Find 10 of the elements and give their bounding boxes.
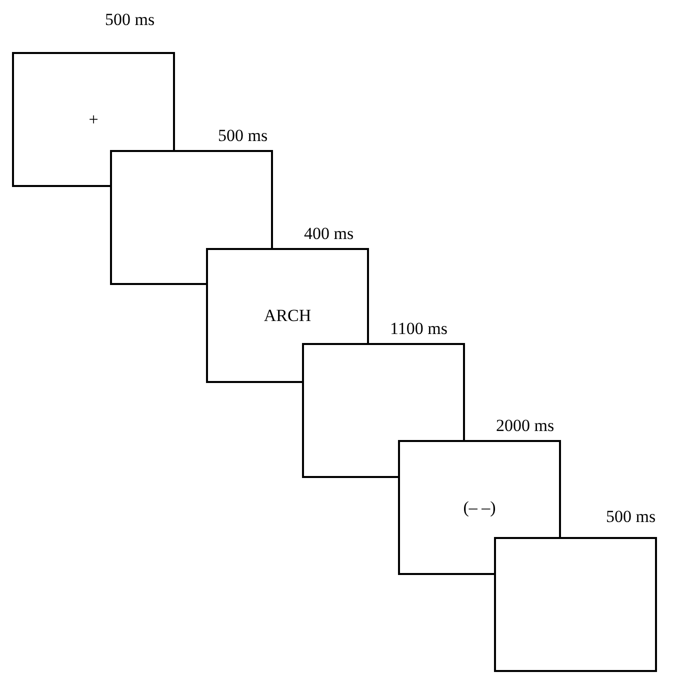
duration-label: 500 ms xyxy=(218,126,268,146)
screen-content: + xyxy=(88,110,98,130)
duration-label: 500 ms xyxy=(606,507,656,527)
stimulus-screen xyxy=(494,537,657,672)
duration-label: 1100 ms xyxy=(390,319,448,339)
duration-label: 2000 ms xyxy=(496,416,554,436)
screen-content: (– –) xyxy=(463,498,496,518)
duration-label: 500 ms xyxy=(105,10,155,30)
duration-label: 400 ms xyxy=(304,224,354,244)
screen-content: ARCH xyxy=(264,306,312,326)
